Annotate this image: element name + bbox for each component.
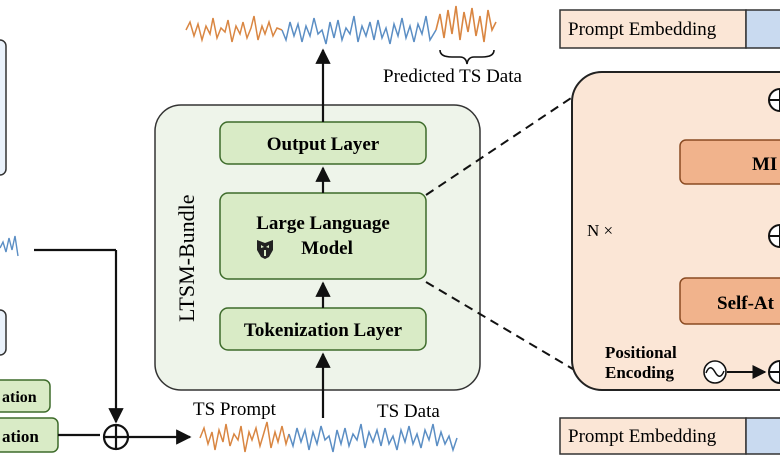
output-prompt-series: [185, 15, 283, 43]
prompt-embedding-top: Prompt Embedding: [559, 9, 780, 49]
prompt-embedding-bottom-label: Prompt Embedding: [568, 426, 717, 447]
ts-prompt-label: TS Prompt: [193, 399, 277, 420]
self-attention-block: Self-At: [679, 277, 780, 325]
zoom-line-top: [425, 87, 587, 196]
llm-label-line1: Large Language: [256, 213, 390, 234]
ltsm-bundle-title: LTSM-Bundle: [174, 194, 199, 322]
mlp-label: MI: [752, 154, 777, 175]
tokenization-layer-block: Tokenization Layer: [219, 307, 427, 351]
positional-encoding-line1: Positional: [605, 343, 677, 362]
llm-block: Large Language Model: [219, 192, 427, 280]
add-operator-icon-top: [768, 88, 780, 112]
predicted-brace: [439, 49, 495, 65]
self-attention-label: Self-At: [717, 293, 775, 314]
prompt-embedding-top-label: Prompt Embedding: [568, 19, 717, 40]
predicted-ts-data-label: Predicted TS Data: [383, 66, 523, 87]
sine-wave-icon: [703, 360, 727, 384]
tokenization-layer-label: Tokenization Layer: [244, 320, 403, 341]
llm-label-line2: Model: [301, 238, 353, 259]
prompt-embedding-bottom: Prompt Embedding: [559, 417, 780, 455]
left-box-2-label: ation: [2, 427, 39, 446]
zoom-line-bottom: [425, 281, 589, 379]
left-box-1-label: ation: [2, 389, 37, 406]
n-times-label: N ×: [587, 221, 613, 240]
left-small-box: [0, 309, 7, 356]
predicted-series: [435, 5, 497, 43]
left-partial-series: [0, 235, 19, 257]
ts-prompt-series: [199, 421, 290, 453]
output-ts-series: [281, 15, 437, 45]
output-layer-label: Output Layer: [267, 134, 380, 155]
add-operator-icon-bottom: [768, 360, 780, 384]
mlp-block: MI: [679, 139, 780, 185]
left-embed-box-2: ation: [0, 417, 59, 453]
add-operator-icon-middle: [768, 224, 780, 248]
left-embed-box-1: ation: [0, 379, 51, 413]
left-input-panel: [0, 39, 7, 176]
positional-encoding-line2: Encoding: [605, 363, 674, 382]
ts-data-series: [288, 423, 458, 453]
transformer-logo-icon: [257, 240, 273, 259]
ts-data-label: TS Data: [377, 401, 440, 422]
sum-operator-icon: [102, 423, 130, 451]
output-layer-block: Output Layer: [219, 121, 427, 165]
